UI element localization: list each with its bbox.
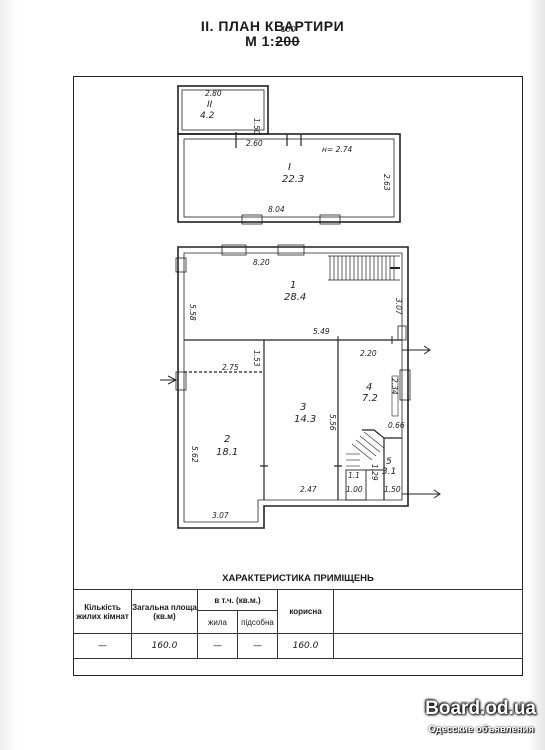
room-1-label: 1 <box>290 280 296 291</box>
dim-280: 2.80 <box>205 89 222 98</box>
header-living-rooms-count: Кількість жилих кімнат <box>73 589 132 634</box>
dim-150-top: 1.50 <box>252 118 261 135</box>
dim-11: 1.1 <box>348 471 360 480</box>
dim-562: 5.62 <box>190 446 199 463</box>
dim-247: 2.47 <box>300 485 317 494</box>
value-living-area: — <box>197 633 238 659</box>
dim-ticks <box>337 336 393 344</box>
entry-arrow-east-1 <box>402 345 431 355</box>
value-useful-area: 160.0 <box>277 633 334 659</box>
room-4-label: 4 <box>366 382 372 393</box>
page-title: II. ПЛАН КВАРТИРИ <box>200 18 345 34</box>
watermark-caption: Одесские объявления <box>428 724 534 735</box>
room-5-area: 3.1 <box>382 467 396 477</box>
dim-558: 5.58 <box>188 304 197 321</box>
characteristics-title: ХАРАКТЕРИСТИКА ПРИМІЩЕНЬ <box>222 573 374 584</box>
staircase <box>328 255 400 281</box>
room-ii-area: 4.2 <box>200 111 215 121</box>
value-auxiliary-area: — <box>237 633 278 659</box>
value-total-area: 160.0 <box>131 633 198 659</box>
window-6 <box>241 214 263 225</box>
apartment-outline <box>177 246 409 529</box>
wc-box <box>345 469 367 501</box>
window-8 <box>397 325 407 341</box>
window-1 <box>221 244 247 256</box>
room-ii-inner <box>181 89 265 131</box>
room-3-label: 3 <box>300 402 306 413</box>
dim-549: 5.49 <box>313 327 330 336</box>
header-useful: корисна <box>277 589 334 634</box>
dim-220: 2.20 <box>360 349 377 358</box>
dim-307-bottom: 3.07 <box>212 511 229 520</box>
window-2 <box>277 244 305 256</box>
window-4 <box>175 257 187 273</box>
header-total-area: Загальна площа (кв.м) <box>131 589 198 634</box>
window-7 <box>319 214 341 225</box>
entry-arrow-east-2 <box>402 489 441 499</box>
dim-820: 8.20 <box>253 258 270 267</box>
apartment-inner <box>183 252 403 523</box>
dim-275: 2.75 <box>222 363 239 372</box>
window-3 <box>175 371 187 391</box>
entry-arrow-west <box>160 375 178 385</box>
room-ii-label: II <box>207 100 213 110</box>
header-including: в т.ч. (кв.м.) <box>197 589 278 611</box>
room-1-area: 28.4 <box>284 292 306 303</box>
wall-room5 <box>362 429 385 500</box>
dim-307: 3.07 <box>394 298 403 315</box>
room-5-label: 5 <box>386 457 392 467</box>
dim-804: 8.04 <box>268 205 285 214</box>
dim-066: 0.66 <box>388 421 405 430</box>
drawing-frame <box>73 76 523 676</box>
dim-100: 1.00 <box>346 485 363 494</box>
room-i-label: I <box>288 162 291 173</box>
header-living-area: жила <box>197 610 238 634</box>
room-i-inner <box>183 138 395 218</box>
characteristics-table: Кількість жилих кімнат Загальна площа (к… <box>73 589 523 659</box>
scale-prefix: М 1: <box>245 33 276 49</box>
scale-crossed-value: 200 <box>275 33 300 49</box>
dim-234: 2.34 <box>390 378 399 395</box>
window-5 <box>399 369 411 401</box>
dim-260: 2.60 <box>246 139 263 148</box>
dim-129: 1.29 <box>370 464 379 481</box>
watermark: Board.od.ua Одесские объявления <box>400 698 540 740</box>
dim-556: 5.56 <box>328 414 337 431</box>
dim-263: 2.63 <box>382 174 391 191</box>
room-i-outline <box>177 133 401 223</box>
room-2-area: 18.1 <box>216 447 238 458</box>
room-2-label: 2 <box>224 434 230 445</box>
room-i-area: 22.3 <box>282 174 304 185</box>
value-rooms-count: — <box>73 633 132 659</box>
room-4-area: 7.2 <box>362 393 378 404</box>
scale-corrected-value: 100 <box>281 25 296 34</box>
dim-150-bottom: 1.50 <box>384 485 401 494</box>
room-3-area: 14.3 <box>294 414 316 425</box>
header-empty <box>333 589 523 634</box>
watermark-site: Board.od.ua <box>425 698 536 719</box>
dim-height-274: н= 2.74 <box>322 145 352 154</box>
value-extra <box>333 633 523 659</box>
dim-153: 1.53 <box>252 350 261 367</box>
small-stair <box>346 375 399 467</box>
header-auxiliary-area: підсобна <box>237 610 278 634</box>
